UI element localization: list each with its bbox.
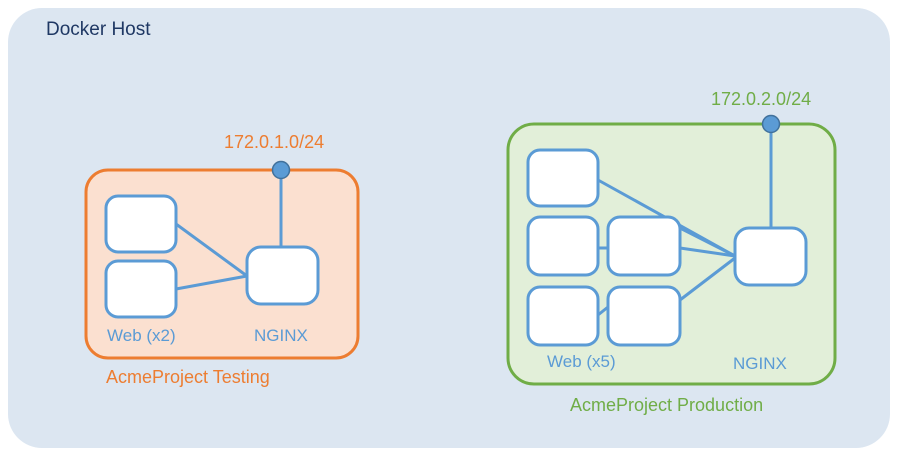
nginx-label-testing: NGINX (254, 326, 308, 345)
link-prod-web5-nginx (678, 256, 737, 302)
nginx-label-production: NGINX (733, 354, 787, 373)
container-production-web-1[interactable] (526, 148, 600, 208)
container-testing-nginx[interactable] (245, 245, 320, 306)
container-testing-web-1[interactable] (104, 194, 178, 254)
web-tier-label-testing: Web (x2) (107, 326, 176, 345)
group-label-production: AcmeProject Production (570, 395, 764, 415)
network-endpoint-testing[interactable] (271, 160, 291, 180)
link-prod-web3-nginx (678, 246, 737, 258)
web-tier-label-production: Web (x5) (547, 352, 616, 371)
container-production-nginx[interactable] (733, 226, 808, 287)
group-label-testing: AcmeProject Testing (106, 367, 270, 387)
network-label-production: 172.0.2.0/24 (711, 89, 812, 109)
container-production-web-2[interactable] (526, 215, 600, 277)
group-testing[interactable] (84, 160, 360, 360)
link-web1-nginx (174, 222, 249, 278)
container-production-web-5[interactable] (606, 285, 682, 347)
network-label-testing: 172.0.1.0/24 (224, 132, 325, 152)
link-prod-web3-nginx-upper (678, 226, 737, 258)
network-endpoint-production[interactable] (761, 114, 781, 134)
link-web2-nginx (174, 274, 249, 291)
container-production-web-3[interactable] (606, 215, 682, 277)
links-testing (174, 170, 283, 291)
link-prod-web4-web5 (596, 305, 610, 317)
group-production[interactable] (506, 114, 837, 386)
container-production-web-4[interactable] (526, 285, 600, 347)
container-testing-web-2[interactable] (104, 259, 178, 319)
page-title: Docker Host (46, 19, 151, 40)
